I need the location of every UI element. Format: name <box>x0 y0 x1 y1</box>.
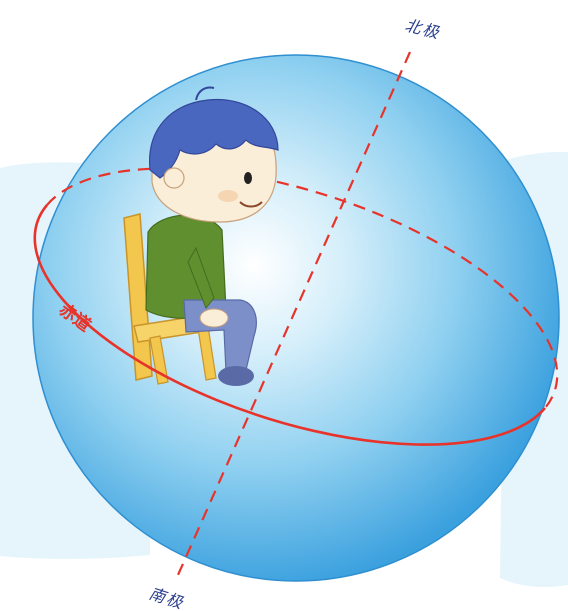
globe-sphere <box>33 55 559 581</box>
north-pole-label: 北极 <box>403 15 443 42</box>
south-pole-label: 南极 <box>147 584 187 611</box>
